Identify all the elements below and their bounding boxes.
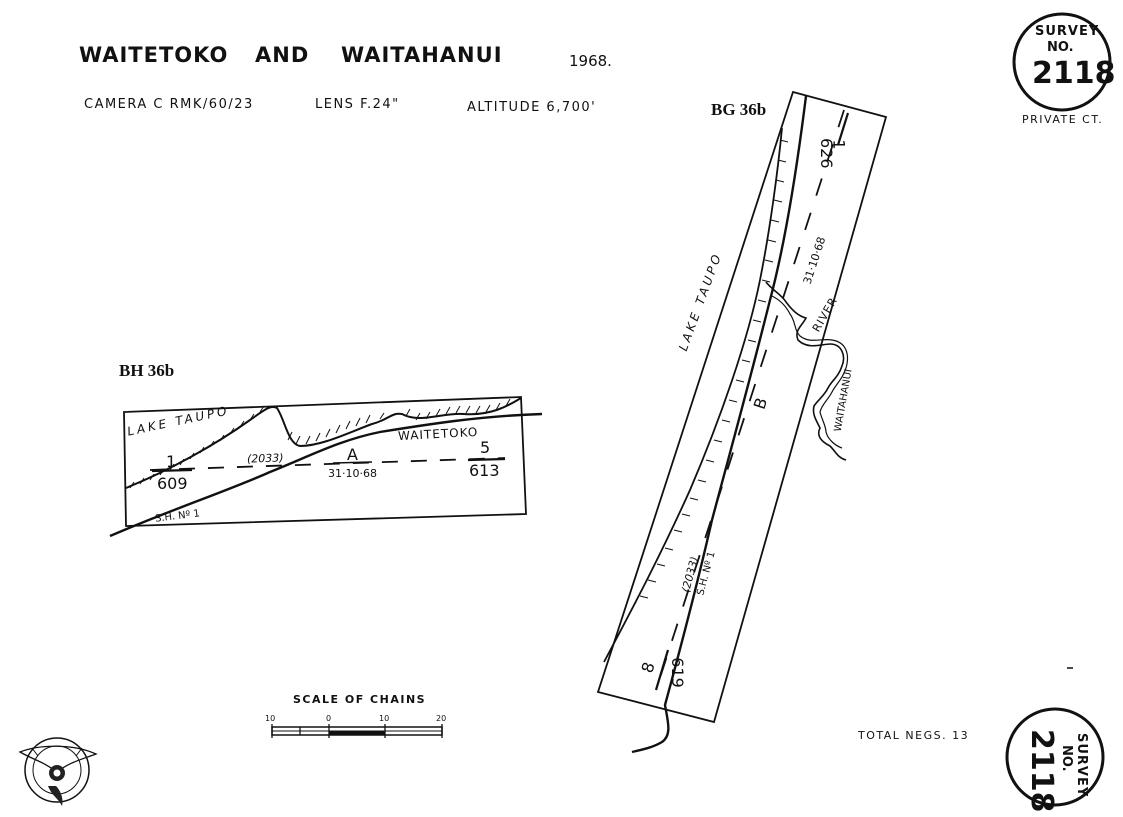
survey-stamp-icon: [1005, 707, 1105, 807]
survey-badge-number: 2118: [1032, 56, 1116, 91]
survey-bottom-no: NO.: [1059, 745, 1074, 772]
total-negs: TOTAL NEGS. 13: [858, 729, 970, 742]
scale-bar: [271, 724, 443, 738]
survey-bottom-word: SURVEY: [1074, 733, 1089, 798]
strip-a-flight-line: [149, 457, 506, 473]
strip-a-letter: A: [347, 445, 358, 464]
title-and: AND: [255, 43, 310, 67]
lens-info: LENS F.24": [315, 97, 400, 112]
survey-stamp-bottom-text: SURVEY NO. 2118: [1007, 709, 1103, 813]
survey-year: 1968.: [569, 52, 612, 70]
strip-a-shoreline: [125, 397, 522, 489]
strip-a-end-neg: 613: [469, 461, 500, 480]
strip-b-highway-line: [631, 95, 808, 754]
aerial-mapping-logo-icon: [18, 737, 98, 806]
strip-a-start-run: 1: [166, 452, 177, 471]
scale-tick-10-left: 10: [265, 714, 276, 723]
scale-title: SCALE OF CHAINS: [293, 693, 427, 706]
strip-a-end-run: 5: [480, 438, 491, 457]
private-label: PRIVATE CT.: [1022, 113, 1104, 126]
scale-tick-0: 0: [326, 714, 332, 723]
camera-info: CAMERA C RMK/60/23: [84, 97, 254, 112]
scale-tick-20: 20: [436, 714, 447, 723]
strip-a-frame: [123, 396, 527, 527]
strip-b-start-neg: 626: [817, 138, 836, 169]
strip-b-heading: BG 36b: [711, 100, 767, 119]
title-waitetoko: WAITETOKO: [79, 43, 229, 67]
altitude-info: ALTITUDE 6,700': [467, 100, 597, 115]
strip-b-flight-line: [654, 109, 850, 691]
strip-a-highway-line: [109, 412, 543, 538]
survey-stamp-top: [1012, 12, 1112, 112]
survey-bottom-number: 2118: [1024, 729, 1059, 813]
survey-badge-no: NO.: [1047, 40, 1074, 55]
scale-tick-10: 10: [379, 714, 390, 723]
waitahanui-river: [765, 281, 849, 461]
survey-badge-word: SURVEY: [1035, 24, 1100, 39]
strip-b-shoreline: [603, 127, 789, 663]
strip-a-film-ref: (2033): [246, 451, 284, 466]
strip-b-end-neg: 619: [667, 657, 687, 688]
title-waitahanui: WAITAHANUI: [341, 43, 503, 67]
strip-a-heading: BH 36b: [119, 361, 175, 380]
strip-a-date: 31·10·68: [328, 467, 377, 480]
strip-a-start-neg: 609: [157, 474, 188, 493]
strip-b-frame: [596, 90, 888, 724]
